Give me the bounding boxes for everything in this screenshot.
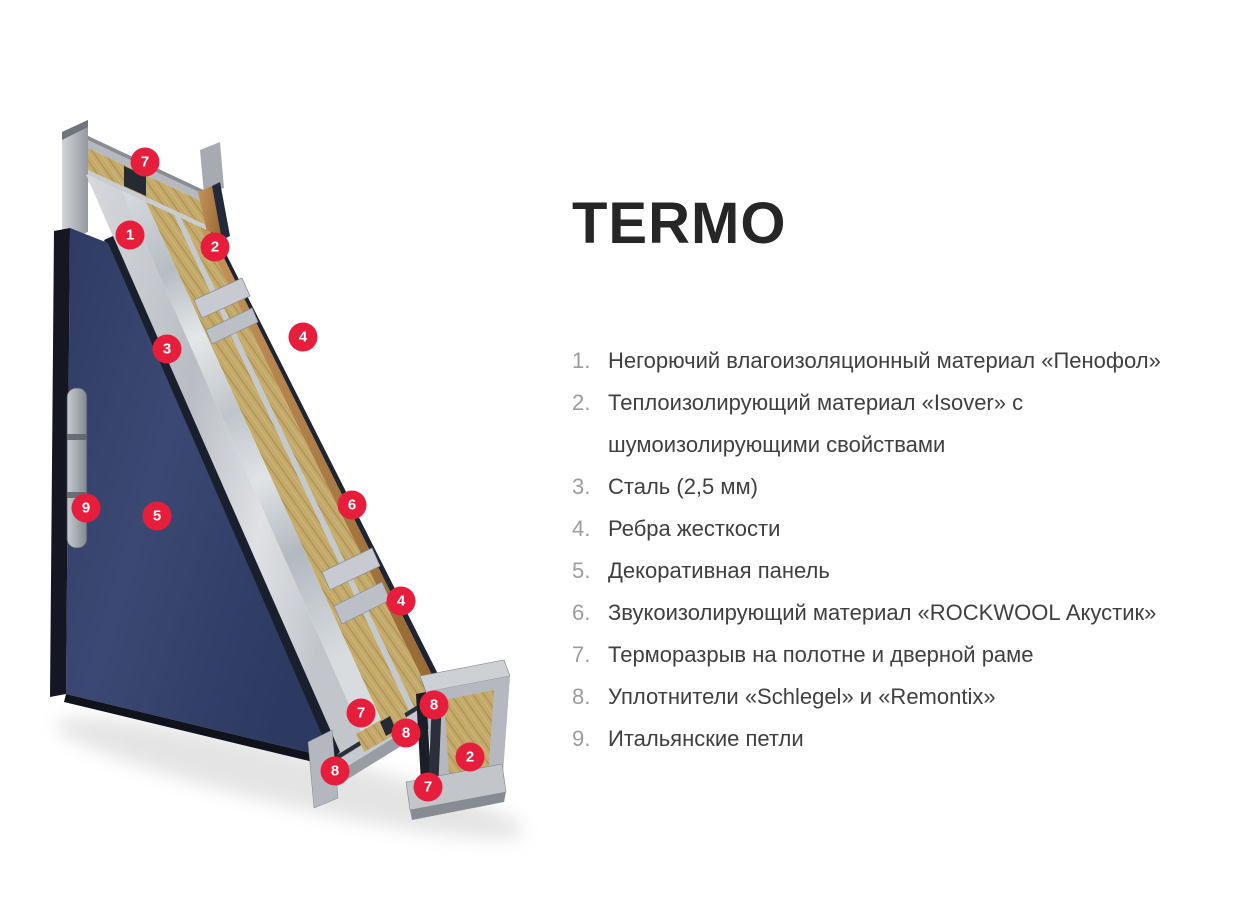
legend-item-text: Ребра жесткости [608,515,781,541]
wood-frame-layer [200,227,440,696]
legend-item-number: 2. [572,389,591,415]
diagram-marker-3: 3 [152,334,182,364]
panel-cut-seam [104,236,340,762]
diagram-marker-9: 9 [71,493,101,523]
legend-item: 2. Теплоизолирующий материал «Isover» с ш… [572,382,1242,466]
product-title: TERMO [572,191,787,256]
diagram-marker-7: 7 [130,147,160,177]
diagram-marker-4: 4 [386,586,416,616]
legend-item-number: 7. [572,641,591,667]
legend-item-text: Терморазрыв на полотне и дверной раме [608,641,1034,667]
legend-item-number: 9. [572,725,591,751]
info-panel: TERMO 1. Негорючий влагоизоляционный мате… [572,0,1242,760]
legend-list: 1. Негорючий влагоизоляционный материал «… [572,340,1242,760]
legend-item: 7. Терморазрыв на полотне и дверной раме [572,634,1242,676]
door-left-edge [50,228,70,697]
diagram-marker-8: 8 [391,718,421,748]
decorative-panel [50,228,332,766]
back-frame-edge [198,142,230,246]
legend-item-text: Декоративная панель [608,557,830,583]
diagram-marker-6: 6 [337,490,367,520]
penofol-foil-layer [122,191,384,738]
frame-insulation [88,148,212,228]
steel-layer [86,174,364,755]
diagram-marker-8: 8 [419,690,449,720]
diagram-marker-2: 2 [200,232,230,262]
legend-item-text: Уплотнители «Schlegel» и «Remontix» [608,683,996,709]
door-cutaway-illustration [50,120,524,839]
floor-shadow [56,717,524,839]
inner-foil-layer [174,215,414,710]
legend-item-number: 3. [572,473,591,499]
diagram-marker-2: 2 [455,742,485,772]
outer-dark-edge [211,232,445,691]
legend-item-number: 5. [572,557,591,583]
diagram-marker-5: 5 [142,501,172,531]
legend-item: 4. Ребра жесткости [572,508,1242,550]
legend-item-text: Негорючий влагоизоляционный материал «Пе… [608,347,1161,373]
diagram-marker-7: 7 [346,698,376,728]
legend-item-number: 6. [572,599,591,625]
legend-item-text: Итальянские петли [608,725,804,751]
diagram-marker-8: 8 [320,756,350,786]
legend-item-text: Сталь (2,5 мм) [608,473,758,499]
legend-item: 9. Итальянские петли [572,718,1242,760]
legend-item: 8. Уплотнители «Schlegel» и «Remontix» [572,676,1242,718]
legend-item-number: 1. [572,347,591,373]
diagram-marker-7: 7 [413,772,443,802]
diagram-marker-1: 1 [115,220,145,250]
legend-item-number: 4. [572,515,591,541]
diagram-marker-4: 4 [288,322,318,352]
legend-item: 5. Декоративная панель [572,550,1242,592]
rockwool-insulation-layer [181,218,431,707]
bottom-rail-insulation [356,708,410,752]
legend-item-number: 8. [572,683,591,709]
stiffening-ribs [193,277,391,625]
legend-item-text: Теплоизолирующий материал «Isover» с шум… [608,389,1024,457]
legend-item: 3. Сталь (2,5 мм) [572,466,1242,508]
legend-item: 6. Звукоизолирующий материал «ROCKWOOL Ак… [572,592,1242,634]
legend-item-text: Звукоизолирующий материал «ROCKWOOL Акус… [608,599,1157,625]
legend-item: 1. Негорючий влагоизоляционный материал «… [572,340,1242,382]
